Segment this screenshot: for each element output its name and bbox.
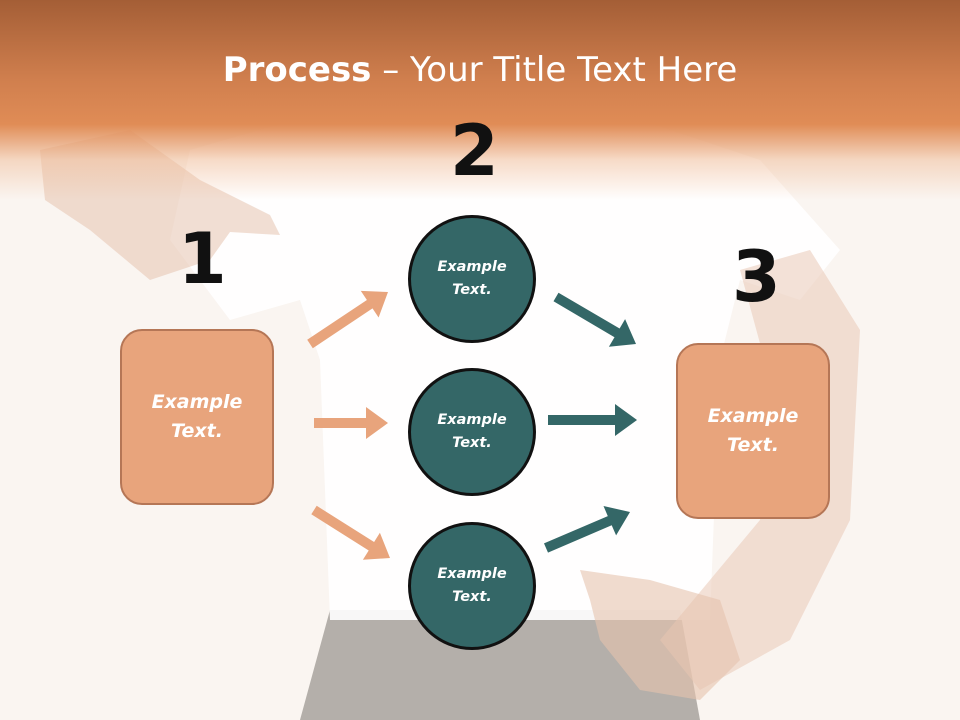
title-bold: Process: [222, 50, 372, 90]
process-circle-middle: Example Text.: [408, 368, 536, 496]
slide-title: Process – Your Title Text Here: [0, 50, 960, 90]
process-circle-top: Example Text.: [408, 215, 536, 343]
title-rest: – Your Title Text Here: [371, 50, 738, 90]
circle-middle-text: Example Text.: [437, 412, 507, 451]
step-number-3: 3: [732, 236, 781, 318]
left-process-box: Example Text.: [120, 329, 274, 505]
circle-bottom-text: Example Text.: [437, 566, 507, 605]
arrow-group: [307, 290, 637, 560]
process-circle-bottom: Example Text.: [408, 522, 536, 650]
right-hand-shape: [580, 570, 740, 700]
arrow-top-to-right: [553, 292, 636, 347]
arrow-bottom-to-right: [544, 506, 630, 553]
right-box-text: Example Text.: [707, 405, 799, 456]
arrow-left-to-middle: [314, 407, 388, 439]
arrow-middle-to-right: [548, 404, 637, 436]
arrow-left-to-top: [307, 290, 388, 349]
step-number-1: 1: [178, 218, 227, 300]
left-box-text: Example Text.: [151, 391, 243, 442]
circle-top-text: Example Text.: [437, 259, 507, 298]
tshirt-shape: [170, 110, 840, 620]
right-process-box: Example Text.: [676, 343, 830, 519]
header-band: [0, 0, 960, 200]
arrow-left-to-bottom: [311, 505, 390, 560]
step-number-2: 2: [450, 110, 499, 192]
